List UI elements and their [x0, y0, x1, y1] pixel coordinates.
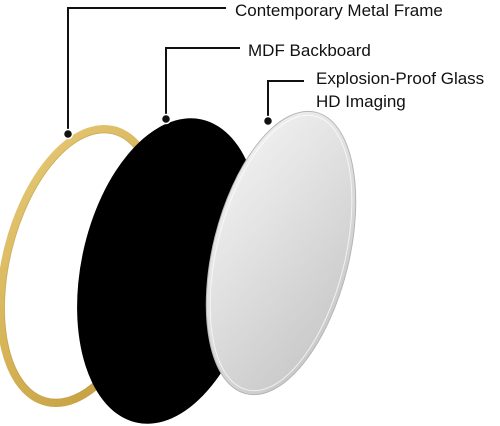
glass-mirror-disc [205, 110, 357, 396]
label-glass-line2: HD Imaging [316, 92, 406, 111]
label-glass-line1: Explosion-Proof Glass [316, 69, 484, 88]
callout-line-glass [267, 80, 304, 121]
callout-line-frame [67, 7, 226, 134]
glass-layer [205, 110, 357, 396]
callout-dot-glass [262, 115, 274, 127]
callout-dot-frame [62, 128, 74, 140]
callout-dot-backboard [160, 113, 172, 125]
callout-line-backboard [165, 47, 240, 119]
glass-edge-highlight [209, 114, 353, 392]
label-metal-frame: Contemporary Metal Frame [235, 1, 443, 20]
callout-metal-frame: Contemporary Metal Frame [62, 1, 443, 140]
callout-glass: Explosion-Proof Glass HD Imaging [262, 69, 484, 127]
label-mdf-backboard: MDF Backboard [248, 41, 371, 60]
callout-mdf-backboard: MDF Backboard [160, 41, 371, 125]
